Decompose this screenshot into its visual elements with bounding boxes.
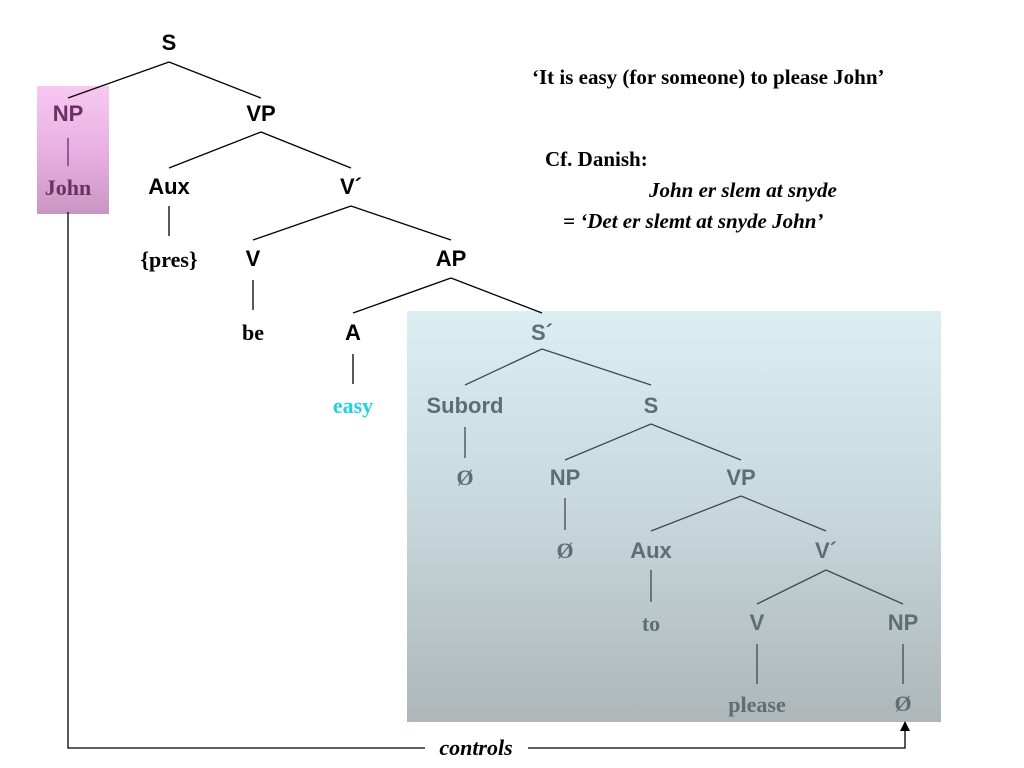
node-john: John	[44, 175, 92, 200]
node-pres: {pres}	[140, 247, 198, 272]
control-arrowhead	[900, 721, 910, 731]
node-aux: Aux	[148, 174, 190, 199]
branch-vbar-v	[252, 205, 352, 241]
branch-s-vp-embedded	[650, 423, 742, 461]
cf-danish-label: Cf. Danish:	[545, 147, 648, 171]
branch-vbar-v-embedded	[756, 569, 827, 605]
node-subord: Subord	[426, 393, 504, 418]
node-sbar: S´	[531, 320, 553, 345]
branch-sbar-s	[541, 348, 652, 386]
branch-s-np-embedded	[564, 423, 652, 461]
branch-s-np	[67, 61, 170, 99]
branch-vbar-ap	[350, 205, 452, 241]
branch-s-vp	[168, 61, 262, 99]
node-vp: VP	[246, 101, 276, 126]
node-please: please	[728, 692, 786, 717]
danish-equivalent: = ‘Det er slemt at snyde John’	[563, 209, 824, 233]
control-arrow	[67, 212, 906, 749]
node-subord-null: Ø	[456, 465, 474, 490]
branch-vp-vbar-embedded	[740, 495, 827, 532]
node-to: to	[641, 611, 661, 636]
branch-vp-aux	[168, 131, 262, 169]
node-np-embedded-null: Ø	[556, 538, 574, 563]
node-vbar: V´	[340, 174, 362, 199]
embedded-clause-highlight	[407, 311, 941, 722]
node-be: be	[242, 320, 264, 345]
node-np-subject: NP	[52, 101, 84, 126]
node-v: V	[245, 246, 261, 271]
node-aux-embedded: Aux	[630, 538, 672, 563]
node-easy: easy	[332, 393, 374, 418]
node-vbar-embedded: V´	[815, 538, 837, 563]
node-a: A	[345, 320, 361, 345]
control-line-right	[528, 728, 906, 749]
node-np-object-null: Ø	[894, 691, 912, 716]
branch-ap-a	[352, 277, 452, 314]
control-line-left	[67, 212, 425, 749]
branch-vp-vbar	[260, 131, 352, 169]
branch-ap-sbar	[450, 277, 543, 314]
node-ap: AP	[435, 246, 467, 271]
branch-vbar-np-object	[825, 569, 904, 605]
node-s-root: S	[161, 30, 177, 55]
control-label: controls	[439, 735, 513, 760]
danish-example: John er slem at snyde	[649, 178, 837, 202]
gloss-text: ‘It is easy (for someone) to please John…	[532, 65, 885, 89]
branch-sbar-subord	[464, 348, 543, 386]
node-np-embedded: NP	[549, 465, 581, 490]
subject-np-highlight	[37, 86, 109, 214]
node-np-object: NP	[887, 610, 919, 635]
node-vp-embedded: VP	[726, 465, 756, 490]
node-s-embedded: S	[643, 393, 659, 418]
node-v-embedded: V	[749, 610, 765, 635]
branch-vp-aux-embedded	[650, 495, 742, 532]
